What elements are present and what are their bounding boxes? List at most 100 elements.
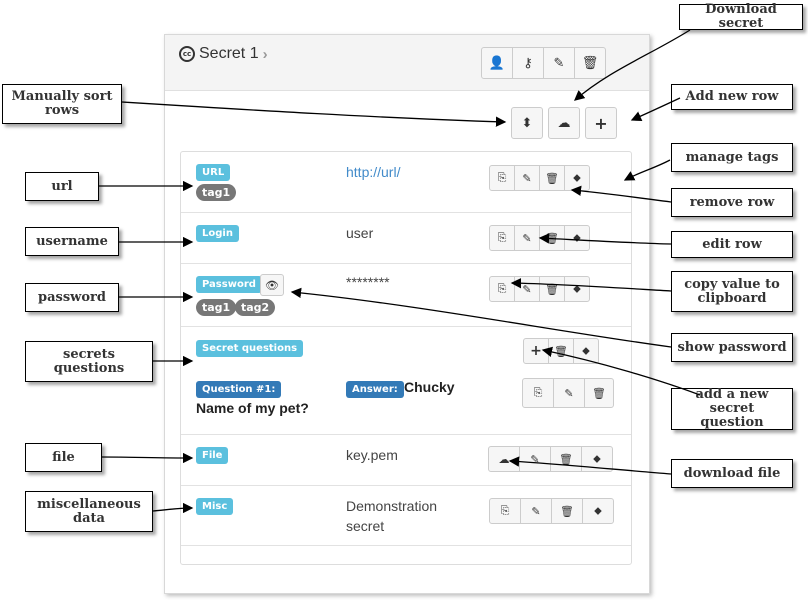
password-label: Password [196, 276, 262, 293]
tag-icon: ⬥ [573, 282, 581, 295]
password-actions: ⎘ ✎ 🗑 ⬥ [489, 276, 590, 302]
manage-tags-button[interactable]: ⬥ [564, 165, 590, 191]
key-icon: ⚷ [523, 55, 533, 71]
row-secret-questions: Secret questions + 🗑 ⬥ Question #1: Name… [181, 327, 631, 435]
annotation-show-password: show password [671, 333, 793, 362]
pencil-icon: ✎ [531, 504, 541, 518]
share-user-button[interactable]: 👤 [481, 47, 513, 79]
annotation-copy-value: copy value to clipboard [671, 271, 793, 312]
edit-row-button[interactable]: ✎ [514, 225, 540, 251]
secret-title[interactable]: cc Secret 1 › [179, 45, 268, 63]
sort-icon: ⬍ [521, 115, 533, 131]
pencil-icon: ✎ [530, 452, 540, 466]
edit-row-button[interactable]: ✎ [514, 276, 540, 302]
remove-row-button[interactable]: 🗑 [548, 338, 574, 364]
manage-tags-button[interactable]: ⬥ [564, 225, 590, 251]
show-password-button[interactable]: 👁 [260, 274, 284, 296]
download-secret-button[interactable]: ☁ [548, 107, 580, 139]
question-label: Question #1: [196, 381, 282, 398]
annotation-add-new-row: Add new row [671, 84, 793, 110]
annotation-text: data [73, 510, 105, 526]
login-value: user [346, 225, 374, 241]
remove-row-button[interactable]: 🗑 [539, 276, 565, 302]
annotation-username: username [25, 227, 119, 256]
header-button-group: 👤 ⚷ ✎ 🗑 [481, 47, 606, 79]
tag[interactable]: tag2 [235, 299, 276, 316]
key-button[interactable]: ⚷ [512, 47, 544, 79]
secret-questions-label: Secret questions [196, 340, 304, 357]
trash-icon: 🗑 [545, 171, 559, 185]
copy-button[interactable]: ⎘ [489, 165, 515, 191]
trash-icon: 🗑 [560, 504, 574, 518]
download-file-button[interactable]: ☁ [488, 446, 520, 472]
edit-row-button[interactable]: ✎ [520, 498, 552, 524]
plus-icon: + [530, 343, 542, 359]
annotation-add-question: add a new secret question [671, 388, 793, 430]
manage-tags-button[interactable]: ⬥ [582, 498, 614, 524]
annotation-text: add a new secret [695, 387, 769, 416]
url-value[interactable]: http://url/ [346, 164, 401, 180]
annotation-download-file: download file [671, 459, 793, 488]
trash-icon: 🗑 [581, 55, 599, 71]
copy-button[interactable]: ⎘ [522, 378, 554, 408]
answer-label: Answer: [346, 381, 404, 398]
tag-icon: ⬥ [573, 231, 581, 244]
tag[interactable]: tag1 [196, 184, 237, 201]
tag[interactable]: tag1 [196, 299, 237, 316]
panel-header: cc Secret 1 › 👤 ⚷ ✎ 🗑 [165, 35, 649, 91]
row-toolbar: ⬍ ☁ + [511, 107, 617, 139]
misc-value-line1: Demonstration [346, 498, 438, 514]
annotation-url: url [25, 172, 99, 201]
cloud-download-icon: ☁ [498, 452, 510, 466]
edit-secret-button[interactable]: ✎ [543, 47, 575, 79]
remove-row-button[interactable]: 🗑 [551, 498, 583, 524]
edit-row-button[interactable]: ✎ [519, 446, 551, 472]
add-question-button[interactable]: + [523, 338, 549, 364]
edit-question-button[interactable]: ✎ [553, 378, 585, 408]
annotation-text: rows [44, 103, 80, 118]
url-label: URL [196, 164, 231, 181]
trash-icon: 🗑 [545, 282, 559, 296]
annotation-password: password [25, 283, 119, 312]
remove-question-button[interactable]: 🗑 [584, 378, 614, 408]
sort-rows-button[interactable]: ⬍ [511, 107, 543, 139]
tag-icon: ⬥ [593, 452, 601, 465]
annotation-misc: miscellaneous data [25, 491, 153, 532]
secret-panel: cc Secret 1 › 👤 ⚷ ✎ 🗑 ⬍ ☁ + URL tag1 htt… [164, 34, 650, 594]
cloud-download-icon: ☁ [557, 115, 571, 131]
remove-row-button[interactable]: 🗑 [550, 446, 582, 472]
trash-icon: 🗑 [545, 231, 559, 245]
remove-row-button[interactable]: 🗑 [539, 165, 565, 191]
copy-button[interactable]: ⎘ [489, 276, 515, 302]
row-file: File key.pem ☁ ✎ 🗑 ⬥ [181, 435, 631, 486]
answer-text: Chucky [404, 379, 455, 395]
copy-icon: ⎘ [497, 282, 507, 295]
manage-tags-button[interactable]: ⬥ [581, 446, 613, 472]
creative-commons-icon: cc [179, 46, 195, 62]
secret-title-text: Secret 1 [199, 45, 259, 62]
login-label: Login [196, 225, 239, 242]
annotation-text: question [700, 415, 764, 430]
remove-row-button[interactable]: 🗑 [539, 225, 565, 251]
delete-secret-button[interactable]: 🗑 [574, 47, 606, 79]
trash-icon: 🗑 [554, 344, 568, 358]
misc-label: Misc [196, 498, 234, 515]
manage-tags-button[interactable]: ⬥ [573, 338, 599, 364]
manage-tags-button[interactable]: ⬥ [564, 276, 590, 302]
pencil-icon: ✎ [522, 282, 532, 296]
row-url: URL tag1 http://url/ ⎘ ✎ 🗑 ⬥ [181, 152, 631, 213]
edit-row-button[interactable]: ✎ [514, 165, 540, 191]
row-login: Login user ⎘ ✎ 🗑 ⬥ [181, 213, 631, 264]
add-row-button[interactable]: + [585, 107, 617, 139]
copy-button[interactable]: ⎘ [489, 225, 515, 251]
misc-actions: ⎘ ✎ 🗑 ⬥ [489, 498, 614, 524]
eye-icon: 👁 [265, 278, 279, 292]
trash-icon: 🗑 [592, 386, 606, 400]
annotation-secrets-questions: secrets questions [25, 341, 153, 382]
questions-actions: + 🗑 ⬥ [523, 338, 599, 364]
pencil-icon: ✎ [522, 171, 532, 185]
password-value: ******** [346, 274, 390, 290]
annotation-manual-sort: Manually sort rows [2, 84, 122, 124]
copy-button[interactable]: ⎘ [489, 498, 521, 524]
rows-container: URL tag1 http://url/ ⎘ ✎ 🗑 ⬥ Login user … [180, 151, 632, 565]
